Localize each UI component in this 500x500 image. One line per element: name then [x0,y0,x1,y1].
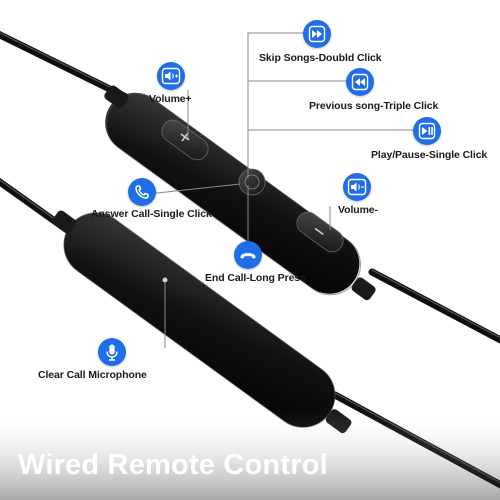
page-title: Wired Remote Control [18,449,328,481]
clear-call-microphone-label: Clear Call Microphone [38,369,147,381]
volume-down-label: Volume- [338,204,378,216]
play-pause-label: Play/Pause-Single Click [371,149,488,161]
play-pause-icon [413,117,441,145]
rewind-icon [346,68,374,96]
microphone-icon [98,338,126,366]
annotation-leader-lines [147,32,413,348]
volume-down-button [296,211,344,253]
answer-call-label: Answer Call-Single Click [91,208,212,220]
skip-songs-label: Skip Songs-Doubld Click [259,52,382,64]
volume-up-icon [157,62,185,90]
upper-cable [0,31,500,344]
multi-function-button [238,168,266,196]
fast-forward-icon [303,20,331,48]
previous-song-label: Previous song-Triple Click [309,100,439,112]
bottom-shade [0,410,500,500]
phone-answer-icon [128,178,156,206]
microphone-hole [162,277,168,283]
volume-down-icon [343,173,371,201]
phone-hangup-icon [234,241,262,269]
end-call-label: End Call-Long Press [205,272,306,284]
volume-up-button [161,119,209,161]
volume-up-label: Volume+ [149,93,192,105]
